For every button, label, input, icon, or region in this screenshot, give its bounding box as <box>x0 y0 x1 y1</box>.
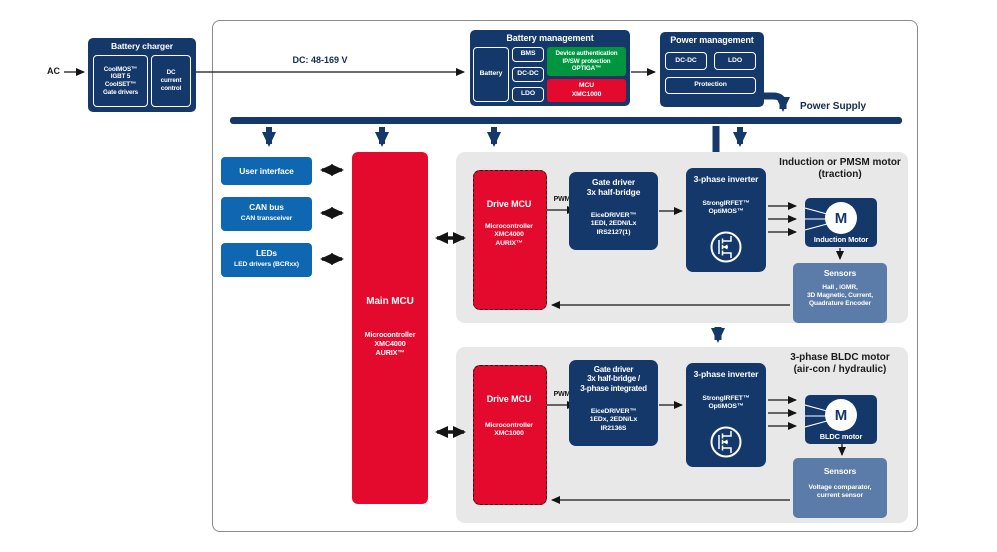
dc-link-label: DC: 48-169 V <box>292 55 348 65</box>
battery-management-box: Battery management Battery BMS DC-DC LDO… <box>470 30 630 106</box>
battery-cell: Battery <box>473 47 509 102</box>
inverter-1-subtitle: StrongIRFET™ OptiMOS™ <box>702 200 750 216</box>
battery-management-title: Battery management <box>506 33 594 43</box>
inverter-2-box: 3-phase inverter StrongIRFET™ OptiMOS™ <box>686 363 766 467</box>
leds-node: LEDs LED drivers (BCRxx) <box>221 243 312 277</box>
gate-driver-1-subtitle: EiceDRIVER™ 1EDI, 2EDN/Lx IRS2127(1) <box>590 212 637 236</box>
pm-dcdc-cell: DC-DC <box>665 52 707 70</box>
sensors-2-subtitle: Voltage comparator, current sensor <box>808 484 872 500</box>
motor-1-box: M Induction Motor <box>805 198 877 247</box>
ac-label: AC <box>47 66 60 76</box>
drive-mcu-2-box: Drive MCU Microcontroller XMC1000 <box>473 365 547 505</box>
gate-driver-1-box: Gate driver 3x half-bridge EiceDRIVER™ 1… <box>569 172 658 250</box>
gate-driver-2-box: Gate driver 3x half-bridge / 3-phase int… <box>569 360 658 446</box>
drive-mcu-2-title: Drive MCU <box>486 394 532 404</box>
pwm-label-1: PWM <box>553 196 571 203</box>
optiga-cell: Device authentication IP/SW protection O… <box>547 47 626 76</box>
gate-driver-1-title: Gate driver 3x half-bridge <box>586 177 641 197</box>
drive-mcu-1-box: Drive MCU Microcontroller XMC4000 AURIX™ <box>473 170 547 310</box>
charger-switch-cell: CoolMOS™ IGBT 5 CoolSET™ Gate drivers <box>93 55 148 107</box>
bidirectional-arrows <box>320 164 466 438</box>
sensors-1-subtitle: Hall , iGMR, 3D Magnetic, Current, Quadr… <box>806 284 874 308</box>
leds-label: LEDs <box>255 248 277 258</box>
inverter-1-title: 3-phase inverter <box>693 174 759 184</box>
power-supply-label: Power Supply <box>800 101 867 112</box>
battery-charger-title: Battery charger <box>110 41 174 51</box>
motor-2-m-icon: M <box>825 399 857 431</box>
can-bus-label: CAN bus <box>249 202 284 212</box>
inverter-2-subtitle: StrongIRFET™ OptiMOS™ <box>702 395 750 411</box>
dcdc-cell: DC-DC <box>512 67 544 82</box>
can-bus-node: CAN bus CAN transceiver <box>221 197 312 231</box>
pm-protection-cell: Protection <box>665 77 756 94</box>
motor-wires <box>805 207 828 231</box>
motor-2-box: M BLDC motor <box>805 395 877 444</box>
main-mcu-title: Main MCU <box>366 296 414 307</box>
mosfet-icon <box>710 426 742 458</box>
main-mcu-box: Main MCU Microcontroller XMC4000 AURIX™ <box>352 152 428 504</box>
charger-dc-control-cell: DC current control <box>151 55 191 107</box>
user-interface-node: User interface <box>221 157 312 185</box>
motor-heading-1: Induction or PMSM motor (traction) <box>779 157 901 180</box>
motor-heading-2: 3-phase BLDC motor (air-con / hydraulic) <box>790 352 890 375</box>
battery-charger-box: Battery charger CoolMOS™ IGBT 5 CoolSET™… <box>88 38 196 112</box>
sensors-2-box: Sensors Voltage comparator, current sens… <box>793 458 887 518</box>
motor-2-name: BLDC motor <box>819 432 863 441</box>
main-mcu-subtitle: Microcontroller XMC4000 AURIX™ <box>364 330 416 357</box>
inverter-2-title: 3-phase inverter <box>693 369 759 379</box>
sensors-2-title: Sensors <box>823 466 857 476</box>
gate-driver-2-subtitle: EiceDRIVER™ 1EDx, 2EDN/Lx IR2136S <box>589 408 638 432</box>
bms-cell: BMS <box>512 47 544 62</box>
pm-ldo-cell: LDO <box>714 52 756 70</box>
can-transceiver-label: CAN transceiver <box>240 215 293 222</box>
mosfet-icon <box>710 231 742 263</box>
power-supply-bus <box>230 92 902 343</box>
motor-1-m-icon: M <box>825 202 857 234</box>
motor-wires <box>805 404 828 428</box>
user-interface-label: User interface <box>239 166 294 176</box>
gate-driver-2-title: Gate driver 3x half-bridge / 3-phase int… <box>580 365 647 393</box>
bm-mcu-cell: MCU XMC1000 <box>547 79 626 102</box>
power-management-title: Power management <box>670 35 754 45</box>
drive-mcu-1-title: Drive MCU <box>486 199 532 209</box>
sensors-1-box: Sensors Hall , iGMR, 3D Magnetic, Curren… <box>793 263 887 323</box>
drive-mcu-1-subtitle: Microcontroller XMC4000 AURIX™ <box>485 223 533 247</box>
power-management-box: Power management DC-DC LDO Protection <box>660 32 764 107</box>
drive-mcu-2-subtitle: Microcontroller XMC1000 <box>485 422 533 438</box>
pwm-label-2: PWM <box>553 391 571 398</box>
motor-1-name: Induction Motor <box>813 235 869 244</box>
led-drivers-label: LED drivers (BCRxx) <box>234 261 299 268</box>
inverter-1-box: 3-phase inverter StrongIRFET™ OptiMOS™ <box>686 168 766 272</box>
sensors-1-title: Sensors <box>823 268 857 278</box>
ldo-cell: LDO <box>512 87 544 102</box>
